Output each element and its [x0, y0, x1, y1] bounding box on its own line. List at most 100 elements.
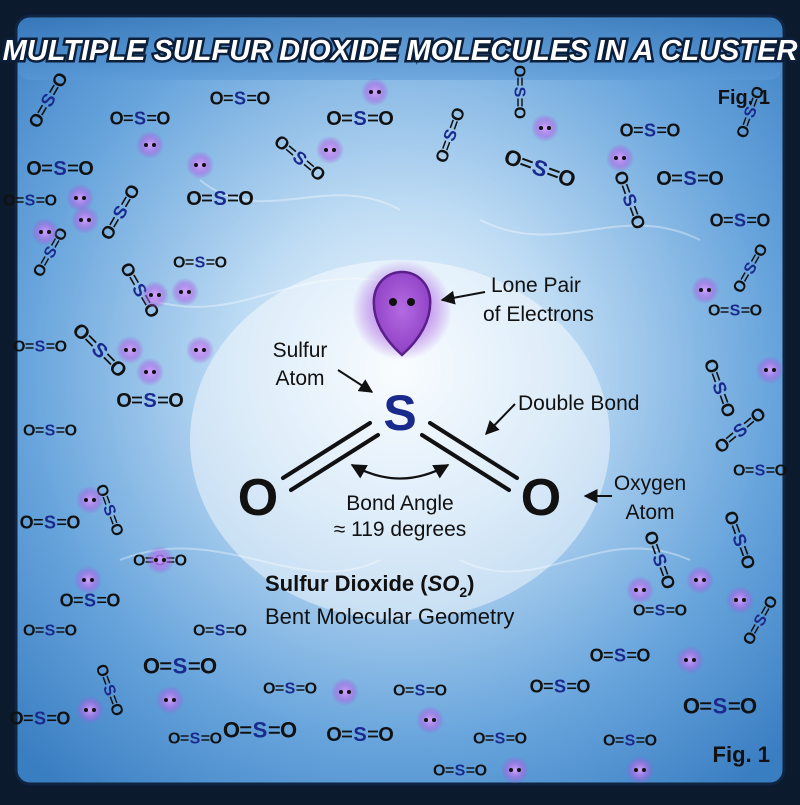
- lone-pair-glow-small: [756, 356, 784, 384]
- bond-line-small: [621, 185, 627, 195]
- bond-line-small: [742, 117, 747, 126]
- bond-line-small: [753, 98, 758, 107]
- oxygen-atom-small: O: [475, 763, 487, 780]
- lone-pair-glow-small: [156, 686, 184, 714]
- bond-line-small: [133, 274, 140, 284]
- oxygen-atom-small: O: [433, 763, 445, 780]
- oxygen-atom-small: O: [238, 188, 254, 210]
- sulfur-atom-small: S: [713, 694, 728, 719]
- oxygen-atom-small: O: [65, 623, 77, 640]
- double-bond-left: [281, 421, 380, 492]
- sulfur-atom-small: S: [44, 512, 56, 532]
- bond-angle-label-line2: ≈ 119 degrees: [334, 518, 467, 541]
- lone-pair-glow-small: [676, 646, 704, 674]
- oxygen-atom-small: O: [168, 390, 184, 412]
- oxygen-atom-small: O: [210, 731, 222, 748]
- oxygen-atom-small: O: [173, 255, 185, 272]
- oxygen-atom-small: O: [23, 423, 35, 440]
- bond-line-small: [453, 121, 458, 130]
- electron-dot-small: [74, 196, 78, 200]
- caption-subtitle: Bent Molecular Geometry: [265, 604, 514, 629]
- lone-pair-arrow: [440, 290, 486, 305]
- electron-dot-small: [39, 230, 43, 234]
- bond-line-small: [655, 543, 661, 553]
- electron-dot-small: [90, 578, 94, 582]
- electron-dot-small: [347, 690, 351, 694]
- lone-pair-label-line1: Lone Pair: [491, 274, 581, 297]
- sulfur-atom-small: S: [510, 87, 527, 98]
- bond-line-small: [754, 256, 760, 264]
- bond-line-small: [84, 338, 94, 347]
- electron-dot-small: [772, 368, 776, 372]
- oxygen-atom-small: O: [576, 676, 590, 696]
- oxygen-atom-small: O: [106, 590, 120, 610]
- bond-line-small: [659, 567, 665, 577]
- lone-pair-glow-small: [76, 696, 104, 724]
- bond-line-small: [715, 371, 721, 381]
- bond-line-small: [106, 353, 116, 362]
- oxygen-atom-small: O: [700, 356, 724, 376]
- electron-dot-small: [332, 148, 336, 152]
- electron-dot-small: [742, 598, 746, 602]
- bond-line-small: [725, 432, 734, 440]
- bond-line-small: [711, 373, 717, 383]
- electron-dot-small: [157, 293, 161, 297]
- oxygen-atom-small: O: [590, 645, 604, 665]
- oxygen-label-line1: Oxygen: [614, 472, 686, 495]
- oxygen-atom-small: O: [210, 88, 224, 108]
- bond-line-small: [546, 172, 559, 179]
- lone-pair-glow-small: [531, 114, 559, 142]
- sulfur-label-line1: Sulfur: [273, 339, 328, 362]
- sulfur-atom-small: S: [455, 763, 466, 780]
- oxygen-atom-small: O: [110, 108, 124, 128]
- sulfur-arrow: [337, 369, 374, 393]
- oxygen-atom-small: O: [223, 718, 240, 743]
- bond-line-small: [625, 183, 631, 193]
- title: MULTIPLE SULFUR DIOXIDE MOLECULES IN A C…: [3, 35, 798, 67]
- oxygen-atom-small: O: [626, 212, 650, 232]
- bond-line-small: [40, 256, 46, 264]
- sulfur-atom: S: [383, 385, 416, 441]
- oxygen-atom-small: O: [633, 603, 645, 620]
- oxygen-atom-small: O: [106, 521, 126, 539]
- electron-dot-small: [634, 588, 638, 592]
- sulfur-atom-small: S: [285, 681, 296, 698]
- so2-molecule: OSO: [510, 65, 527, 119]
- oxygen-atom-small: O: [66, 512, 80, 532]
- oxygen-atom-small: O: [683, 694, 700, 719]
- caption-name: Sulfur Dioxide (SO2): [265, 571, 474, 600]
- electron-dot-small: [87, 218, 91, 222]
- lone-pair-glow-small: [141, 281, 169, 309]
- oxygen-atom-small: O: [708, 303, 720, 320]
- oxygen-atom-small: O: [748, 84, 768, 102]
- oxygen-atom-small: O: [640, 528, 664, 548]
- electron-dot-small: [324, 148, 328, 152]
- lone-pair-glow-small: [136, 358, 164, 386]
- electron-dot-small: [764, 368, 768, 372]
- oxygen-atom-small: O: [645, 733, 657, 750]
- bond-line-small: [106, 675, 111, 684]
- oxygen-atom-small: O: [756, 210, 770, 230]
- bond-line-small: [739, 547, 745, 557]
- electron-dot-small: [187, 290, 191, 294]
- sulfur-atom-small: S: [353, 108, 366, 130]
- electron-dot-small: [509, 768, 513, 772]
- double-bond-right: [420, 421, 519, 492]
- oxygen-atom-small: O: [26, 158, 42, 180]
- title-band: [18, 18, 782, 80]
- sulfur-atom-small: S: [730, 303, 741, 320]
- bond-line-small: [746, 420, 755, 428]
- electron-dot-small: [539, 126, 543, 130]
- lone-pair-glow-small: [186, 336, 214, 364]
- lone-pair-glow-small: [66, 184, 94, 212]
- sulfur-atom-small: S: [234, 88, 246, 108]
